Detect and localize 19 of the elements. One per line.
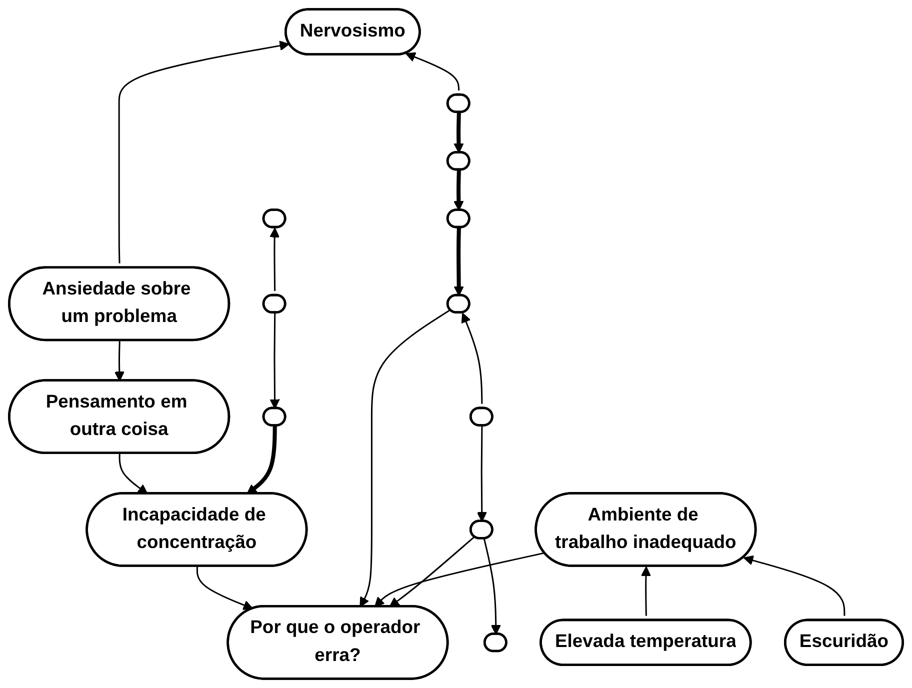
arrow xyxy=(454,228,464,296)
arrow xyxy=(461,312,483,404)
arrow xyxy=(389,536,475,608)
arrow xyxy=(246,426,277,494)
arrow xyxy=(196,566,254,610)
arrow xyxy=(118,40,290,264)
arrow xyxy=(360,309,451,608)
arrow xyxy=(743,555,846,616)
arrow xyxy=(483,538,501,635)
arrow xyxy=(270,312,280,409)
arrow xyxy=(406,52,460,91)
arrow xyxy=(454,112,464,154)
arrow xyxy=(374,552,545,608)
arrow xyxy=(270,228,280,292)
arrow xyxy=(640,566,652,616)
arrow xyxy=(454,170,464,211)
arrow xyxy=(114,340,124,382)
arrow xyxy=(118,453,148,494)
arrow xyxy=(476,426,487,522)
